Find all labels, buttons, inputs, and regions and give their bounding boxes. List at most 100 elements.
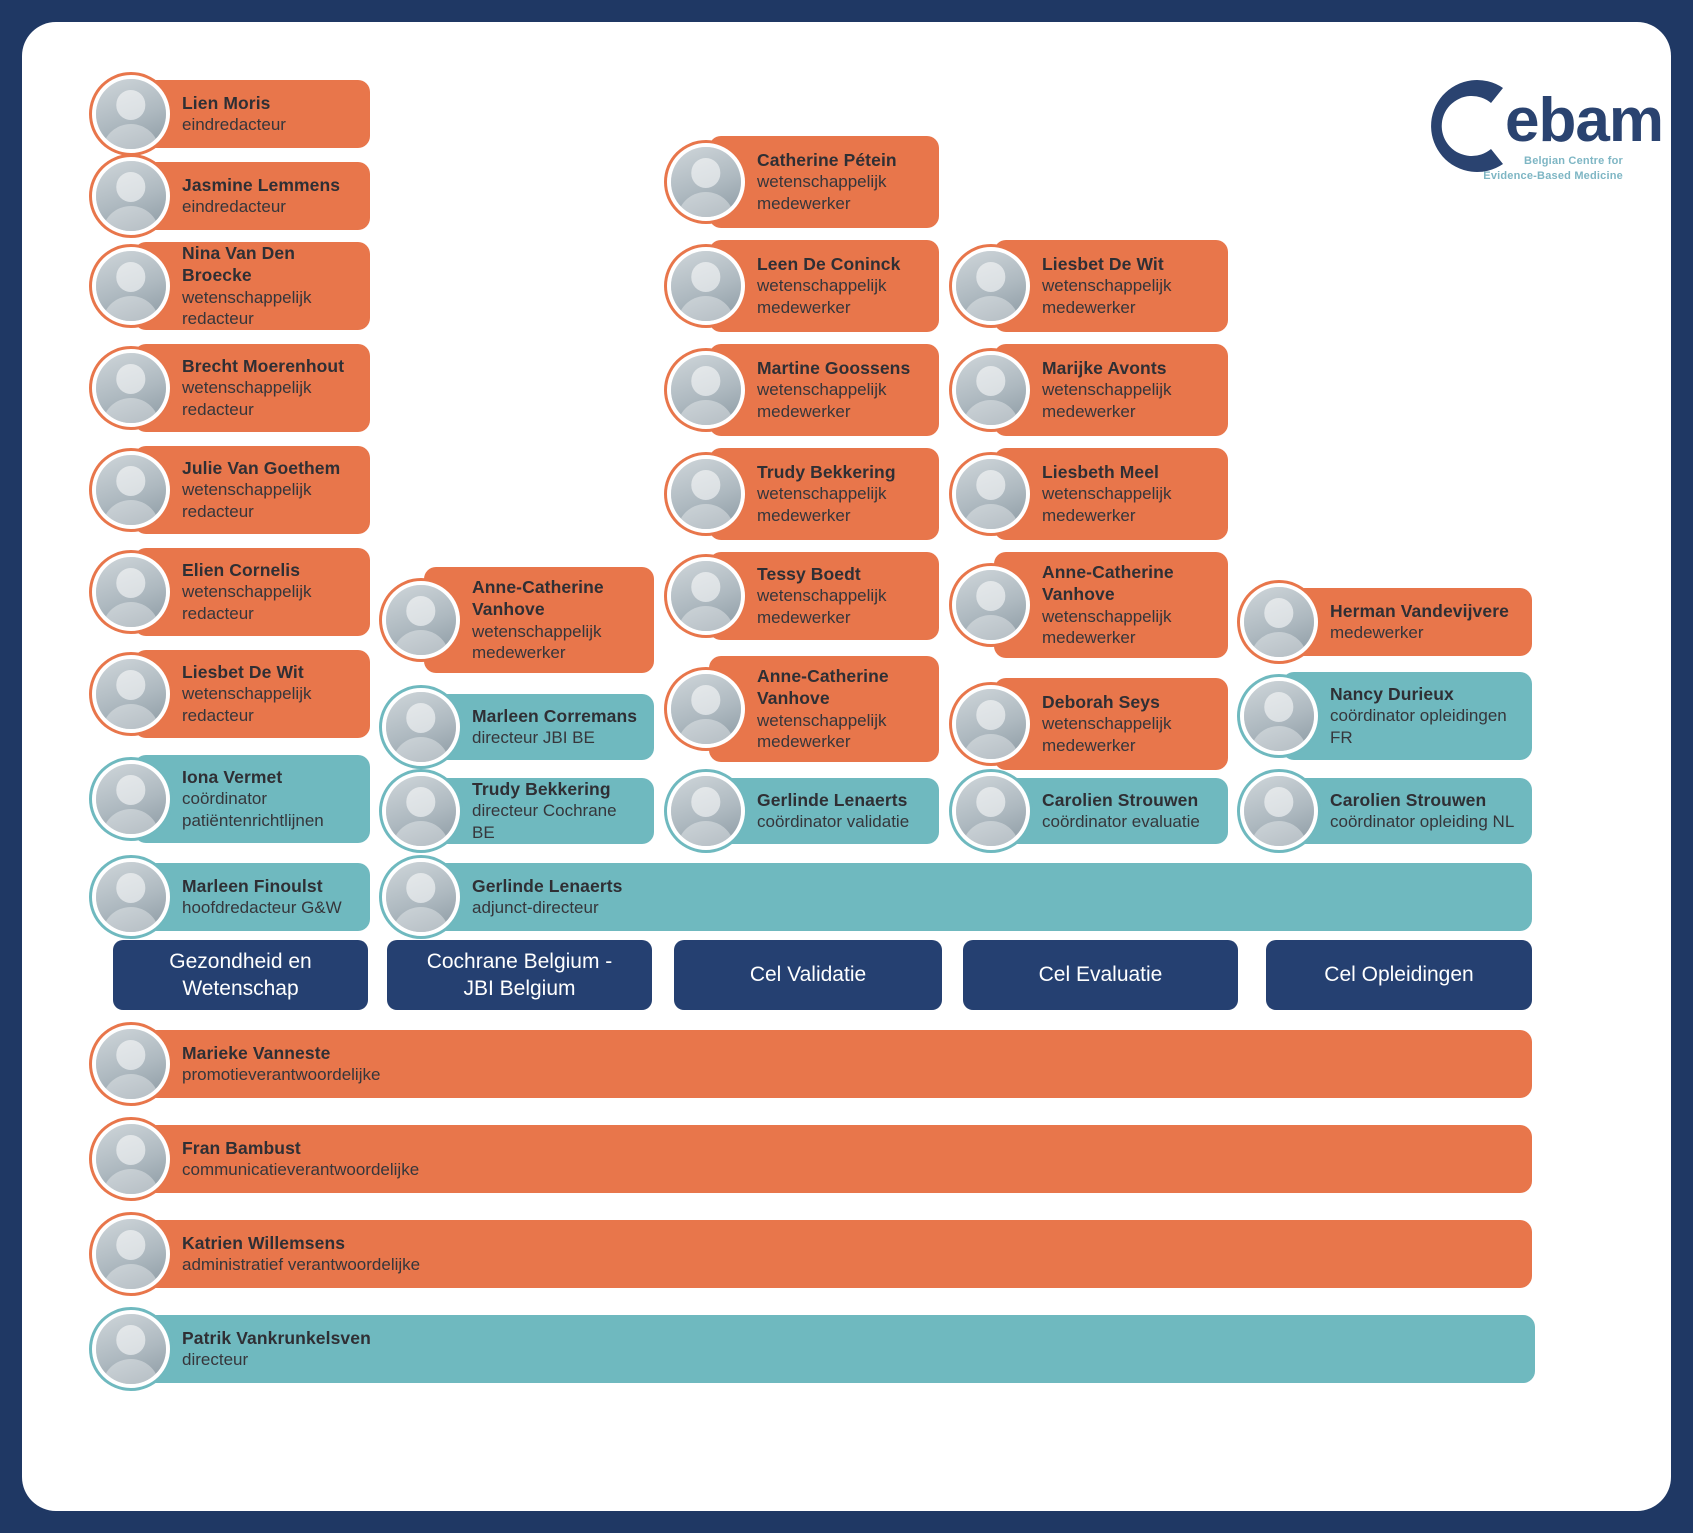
person-chip[interactable]: Jasmine Lemmens eindredacteur xyxy=(92,157,370,235)
chip-text: Deborah Seys wetenschappelijk medewerker xyxy=(1030,685,1185,763)
chip-bar xyxy=(134,650,370,738)
unit-label-cochrane-jbi[interactable]: Cochrane Belgium - JBI Belgium xyxy=(387,940,652,1010)
director-row[interactable]: Patrik Vankrunkelsven directeur xyxy=(92,1310,1535,1388)
person-chip[interactable]: Liesbet De Wit wetenschappelijk redacteu… xyxy=(92,650,370,738)
person-role: wetenschappelijk redacteur xyxy=(182,684,312,726)
person-role: promotieverantwoordelijke xyxy=(182,1065,381,1085)
person-chip[interactable]: Carolien Strouwen coördinator opleiding … xyxy=(1240,772,1532,850)
person-chip[interactable]: Catherine Pétein wetenschappelijk medewe… xyxy=(667,136,939,228)
person-chip-adjunct-director[interactable]: Gerlinde Lenaerts adjunct-directeur xyxy=(382,858,1532,936)
person-role: wetenschappelijk redacteur xyxy=(182,378,312,420)
support-row[interactable]: Fran Bambust communicatieverantwoordelij… xyxy=(92,1120,1532,1198)
avatar xyxy=(952,455,1030,533)
support-row[interactable]: Marieke Vanneste promotieverantwoordelij… xyxy=(92,1025,1532,1103)
person-chip[interactable]: Anne-Catherine Vanhove wetenschappelijk … xyxy=(952,552,1228,658)
person-chip[interactable]: Nancy Durieux coördinator opleidingen FR xyxy=(1240,672,1532,760)
chip-bar xyxy=(424,778,654,844)
avatar xyxy=(667,351,745,429)
person-chip[interactable]: Trudy Bekkering directeur Cochrane BE xyxy=(382,772,654,850)
person-chip[interactable]: Lien Moris eindredacteur xyxy=(92,75,370,153)
person-role: directeur Cochrane BE xyxy=(472,801,617,843)
person-chip[interactable]: Marleen Finoulst hoofdredacteur G&W xyxy=(92,858,370,936)
unit-label-cel-opleidingen[interactable]: Cel Opleidingen xyxy=(1266,940,1532,1010)
person-chip[interactable]: Iona Vermet coördinator patiëntenrichtli… xyxy=(92,755,370,843)
person-role: hoofdredacteur G&W xyxy=(182,898,342,918)
org-chart-canvas: ebam Belgian Centre for Evidence-Based M… xyxy=(22,22,1671,1511)
avatar xyxy=(92,1120,170,1198)
person-chip[interactable]: Marleen Corremans directeur JBI BE xyxy=(382,688,654,766)
cebam-wordmark: ebam xyxy=(1505,86,1664,155)
unit-label-cel-evaluatie[interactable]: Cel Evaluatie xyxy=(963,940,1238,1010)
person-chip[interactable]: Liesbet De Wit wetenschappelijk medewerk… xyxy=(952,240,1228,332)
person-role: wetenschappelijk medewerker xyxy=(1042,714,1172,756)
chip-bar xyxy=(709,344,939,436)
person-chip[interactable]: Elien Cornelis wetenschappelijk redacteu… xyxy=(92,548,370,636)
person-chip[interactable]: Nina Van Den Broecke wetenschappelijk re… xyxy=(92,242,370,330)
person-name: Marleen Finoulst xyxy=(182,875,323,896)
person-chip[interactable]: Liesbeth Meel wetenschappelijk medewerke… xyxy=(952,448,1228,540)
avatar xyxy=(1240,772,1318,850)
chip-bar xyxy=(424,863,1532,931)
avatar xyxy=(92,451,170,529)
chip-text: Anne-Catherine Vanhove wetenschappelijk … xyxy=(745,659,903,759)
chip-bar xyxy=(134,242,370,330)
person-role: directeur xyxy=(182,1350,249,1370)
person-role: wetenschappelijk medewerker xyxy=(757,484,887,526)
avatar xyxy=(92,1215,170,1293)
person-chip[interactable]: Anne-Catherine Vanhove wetenschappelijk … xyxy=(667,656,939,762)
avatar xyxy=(952,772,1030,850)
person-chip[interactable]: Herman Vandevijvere medewerker xyxy=(1240,583,1532,661)
avatar xyxy=(92,349,170,427)
person-chip[interactable]: Martine Goossens wetenschappelijk medewe… xyxy=(667,344,939,436)
chip-bar xyxy=(134,1125,1532,1193)
chip-bar xyxy=(134,1315,1535,1383)
person-chip[interactable]: Julie Van Goethem wetenschappelijk redac… xyxy=(92,446,370,534)
cebam-logo: ebam Belgian Centre for Evidence-Based M… xyxy=(1381,70,1664,182)
person-role: wetenschappelijk medewerker xyxy=(757,380,887,422)
avatar xyxy=(382,772,460,850)
person-chip[interactable]: Gerlinde Lenaerts coördinator validatie xyxy=(667,772,939,850)
person-name: Marijke Avonts xyxy=(1042,358,1167,379)
person-chip[interactable]: Carolien Strouwen coördinator evaluatie xyxy=(952,772,1228,850)
avatar xyxy=(952,566,1030,644)
avatar xyxy=(952,685,1030,763)
person-role: coördinator opleidingen FR xyxy=(1330,706,1507,748)
support-row[interactable]: Katrien Willemsens administratief verant… xyxy=(92,1215,1532,1293)
person-name: Iona Vermet xyxy=(182,767,283,788)
avatar xyxy=(92,655,170,733)
chip-bar xyxy=(134,1220,1532,1288)
person-role: administratief verantwoordelijke xyxy=(182,1255,421,1275)
person-name: Julie Van Goethem xyxy=(182,458,341,479)
unit-label-gezondheid-en-wetenschap[interactable]: Gezondheid en Wetenschap xyxy=(113,940,368,1010)
avatar xyxy=(382,688,460,766)
person-chip[interactable]: Trudy Bekkering wetenschappelijk medewer… xyxy=(667,448,939,540)
person-chip[interactable]: Marijke Avonts wetenschappelijk medewerk… xyxy=(952,344,1228,436)
chip-bar xyxy=(709,778,939,844)
avatar xyxy=(667,670,745,748)
person-chip[interactable]: Tessy Boedt wetenschappelijk medewerker xyxy=(667,552,939,640)
chip-bar xyxy=(994,552,1228,658)
avatar xyxy=(667,455,745,533)
chip-text: Liesbeth Meel wetenschappelijk medewerke… xyxy=(1030,455,1185,533)
chip-bar xyxy=(709,656,939,762)
avatar xyxy=(1240,677,1318,755)
chip-bar xyxy=(994,240,1228,332)
avatar xyxy=(92,247,170,325)
avatar xyxy=(667,557,745,635)
person-chip[interactable]: Leen De Coninck wetenschappelijk medewer… xyxy=(667,240,939,332)
person-chip[interactable]: Deborah Seys wetenschappelijk medewerker xyxy=(952,678,1228,770)
person-role: coördinator opleiding NL xyxy=(1330,812,1515,832)
person-name: Anne-Catherine Vanhove xyxy=(1042,561,1174,605)
person-name: Anne-Catherine Vanhove xyxy=(472,576,604,620)
person-role: directeur JBI BE xyxy=(472,728,595,748)
chip-text: Iona Vermet coördinator patiëntenrichtli… xyxy=(170,760,338,838)
person-role: wetenschappelijk medewerker xyxy=(757,172,887,214)
cebam-c-mark xyxy=(1431,80,1503,172)
person-name: Nina Van Den Broecke xyxy=(182,242,296,286)
chip-bar xyxy=(1282,672,1532,760)
person-chip[interactable]: Anne-Catherine Vanhove wetenschappelijk … xyxy=(382,567,654,673)
unit-label-cel-validatie[interactable]: Cel Validatie xyxy=(674,940,942,1010)
chip-bar xyxy=(134,80,370,148)
chip-text: Gerlinde Lenaerts coördinator validatie xyxy=(745,783,923,839)
person-chip[interactable]: Brecht Moerenhout wetenschappelijk redac… xyxy=(92,344,370,432)
